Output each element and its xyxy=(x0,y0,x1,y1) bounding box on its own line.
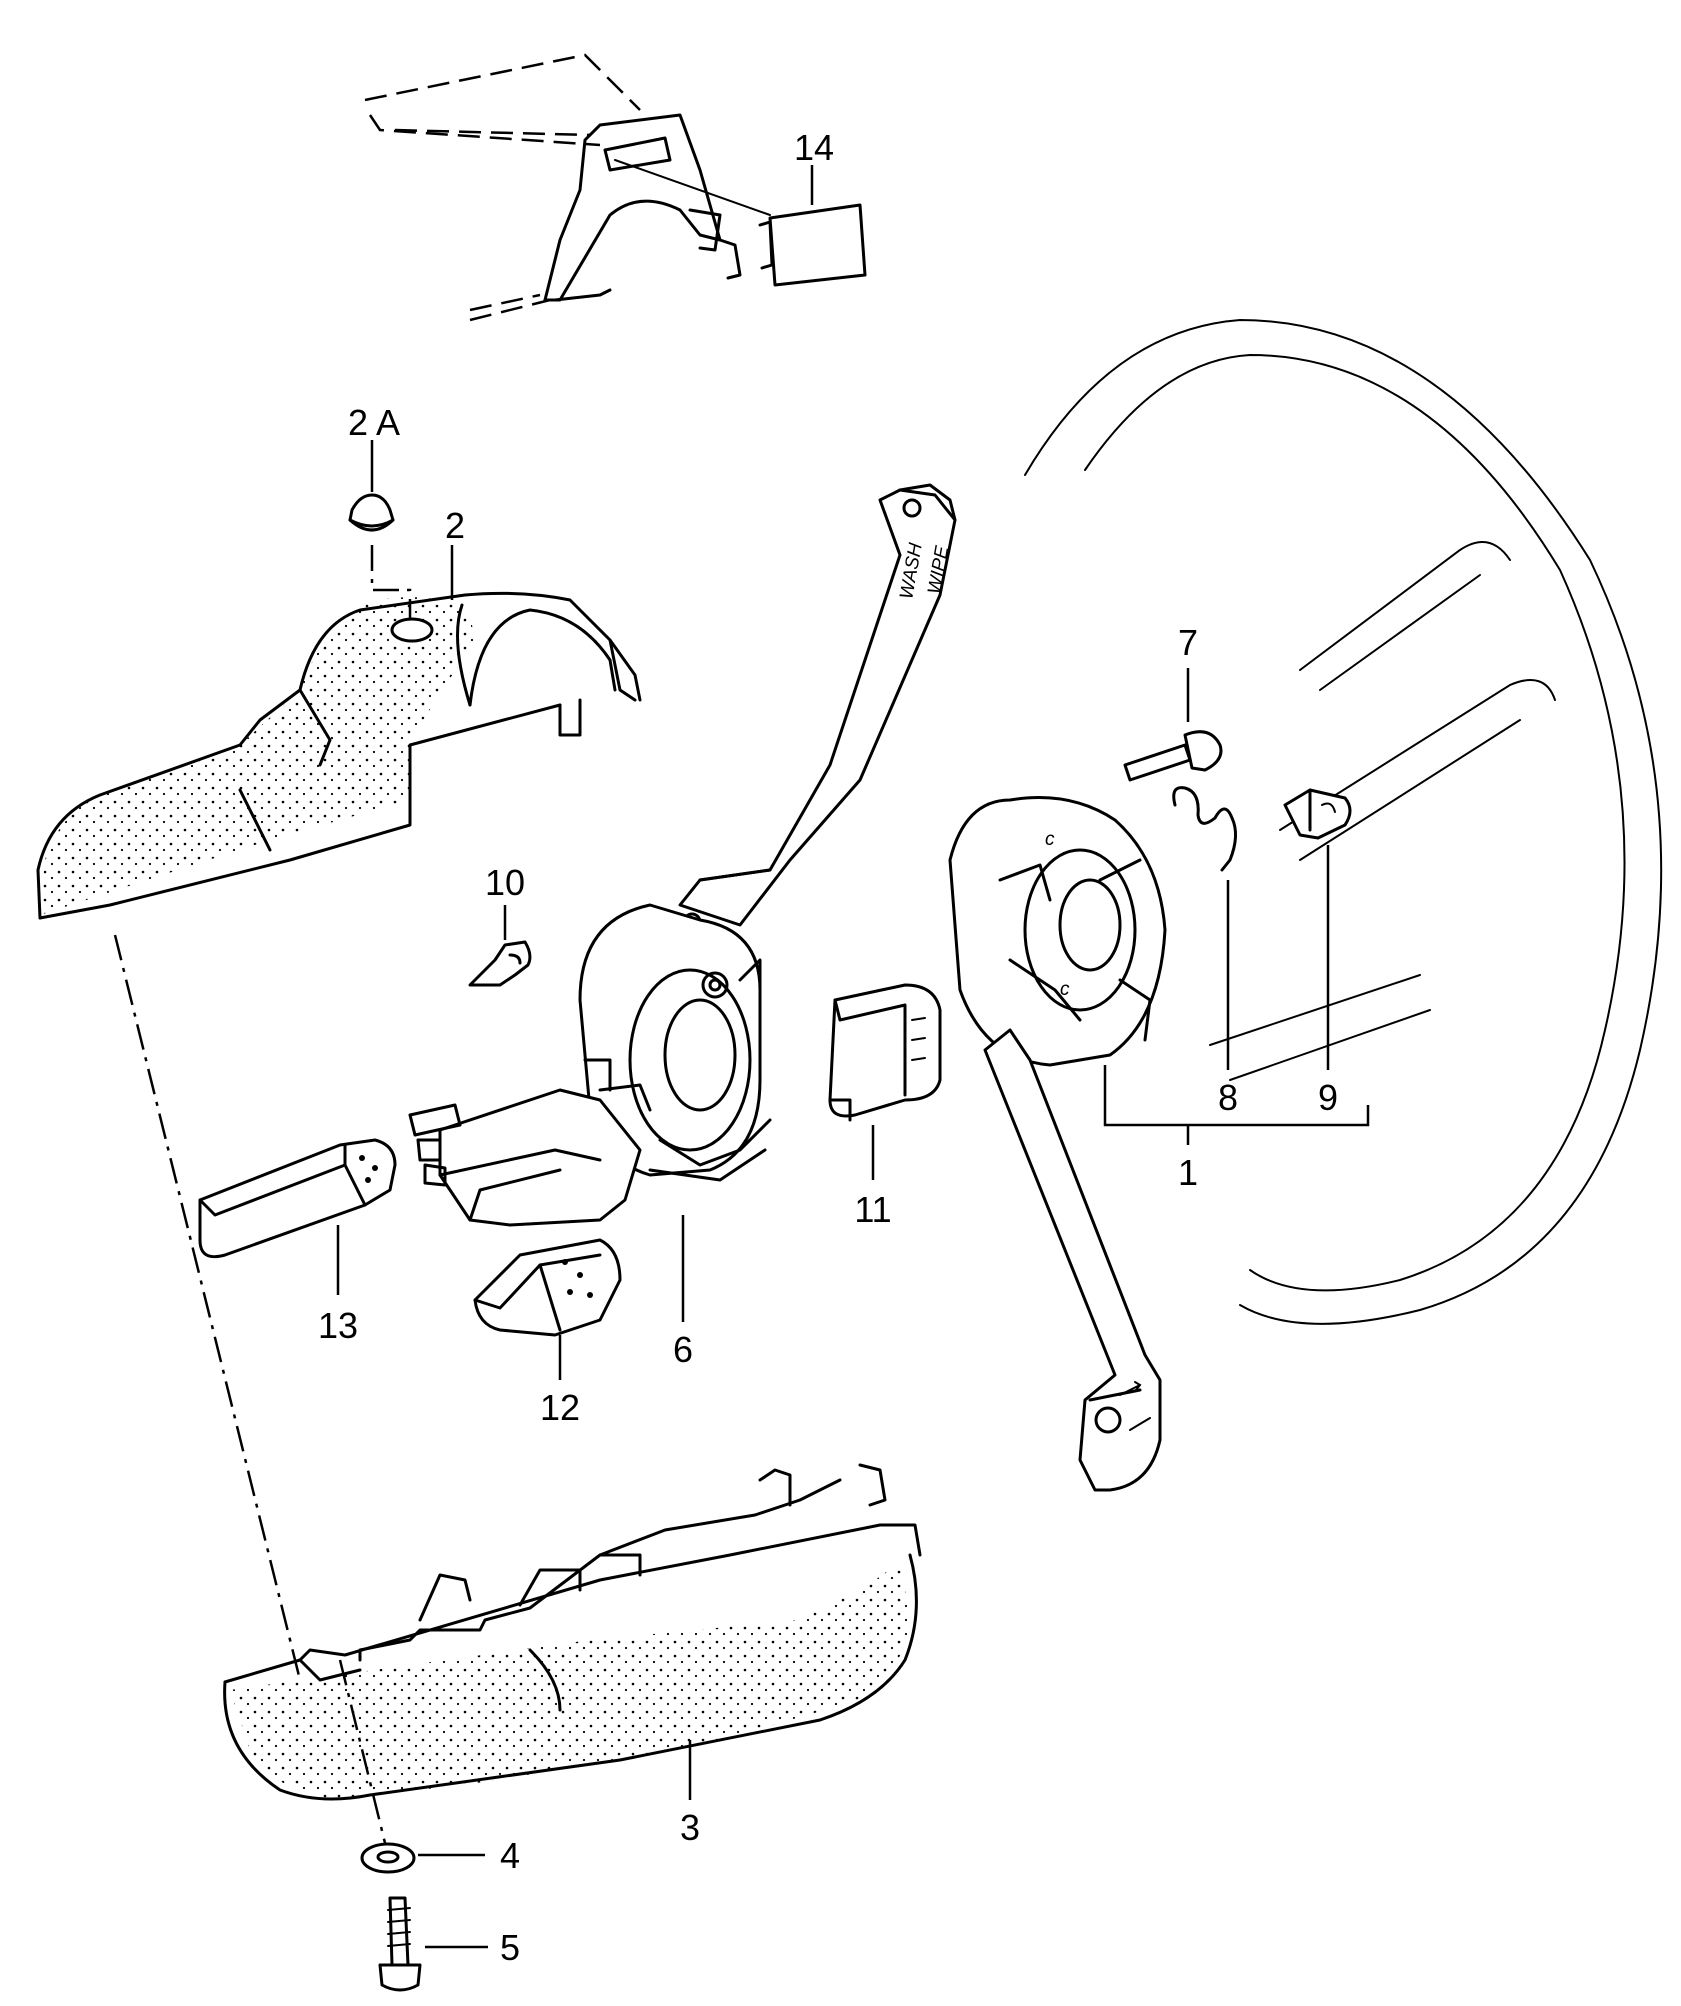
callout-14: 14 xyxy=(794,127,834,168)
callout-2: 2 xyxy=(445,505,465,546)
callout-11: 11 xyxy=(854,1189,891,1230)
cover-cap-11 xyxy=(828,983,942,1122)
callout-13: 13 xyxy=(318,1305,358,1346)
connector-13 xyxy=(198,1138,397,1259)
steering-wheel xyxy=(1024,318,1663,1325)
callout-4: 4 xyxy=(500,1835,520,1876)
dashboard-context-outline xyxy=(364,53,771,322)
upper-column-shroud-2 xyxy=(36,545,642,920)
svg-text:c: c xyxy=(1060,979,1070,1000)
assembly-axis-lines xyxy=(113,934,387,1844)
bracket-1 xyxy=(1103,1065,1370,1127)
callout-2a: 2 A xyxy=(348,402,400,443)
callout-10: 10 xyxy=(485,862,525,903)
switch-housing-6: WASH WIPE xyxy=(408,483,957,1227)
callout-1: 1 xyxy=(1178,1152,1198,1193)
lower-column-shroud-3 xyxy=(223,1463,922,1801)
callout-12: 12 xyxy=(540,1387,580,1428)
screw-7 xyxy=(1123,730,1223,782)
connector-12 xyxy=(473,1238,622,1337)
spring-8 xyxy=(1172,786,1237,872)
callout-9: 9 xyxy=(1318,1077,1338,1118)
dashboard-cap-14 xyxy=(758,203,867,287)
svg-text:c: c xyxy=(1045,829,1055,850)
clip-9 xyxy=(1283,788,1352,840)
callout-6: 6 xyxy=(673,1329,693,1370)
callout-5: 5 xyxy=(500,1927,520,1968)
washer-4 xyxy=(360,1842,416,1874)
callout-8: 8 xyxy=(1218,1077,1238,1118)
callout-7: 7 xyxy=(1178,622,1198,663)
indicator-switch-1: c c xyxy=(948,796,1167,1492)
callout-3: 3 xyxy=(680,1807,700,1848)
rivet-2a xyxy=(348,493,395,532)
screw-5 xyxy=(378,1896,422,1992)
clip-10 xyxy=(468,940,532,987)
